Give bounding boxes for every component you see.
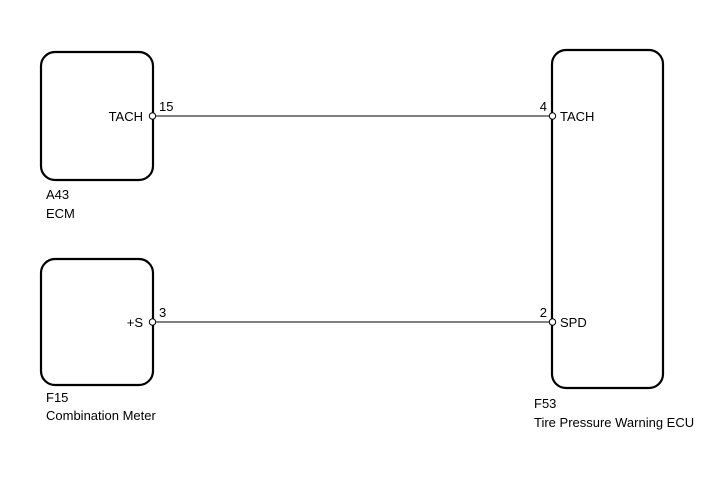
combination-meter-code: F15 — [46, 390, 68, 405]
combination-meter-s-pin — [148, 318, 157, 326]
combination-meter-terminal-label: +S — [127, 315, 144, 330]
ecm-terminal-label: TACH — [109, 109, 143, 124]
ecm-code: A43 — [46, 187, 69, 202]
tpws-ecu-spd-pin-number: 2 — [540, 305, 547, 320]
tpws-ecu-tach-pin — [548, 112, 557, 120]
tpws-ecu-tach-label: TACH — [560, 109, 594, 124]
tpws-ecu-box — [550, 48, 665, 390]
ecm-terminal-pin: 15 — [159, 99, 173, 114]
combination-meter-terminal-pin: 3 — [159, 305, 166, 320]
tpws-ecu-tach-pin-number: 4 — [540, 99, 547, 114]
tpws-ecu-name: Tire Pressure Warning ECU — [534, 415, 694, 430]
tpws-ecu-spd-label: SPD — [560, 315, 587, 330]
tpws-ecu-code: F53 — [534, 396, 556, 411]
ecm-name: ECM — [46, 206, 75, 221]
combination-meter-name: Combination Meter — [46, 408, 156, 423]
tpws-ecu-spd-pin — [548, 318, 557, 326]
ecm-tach-pin — [148, 112, 157, 120]
